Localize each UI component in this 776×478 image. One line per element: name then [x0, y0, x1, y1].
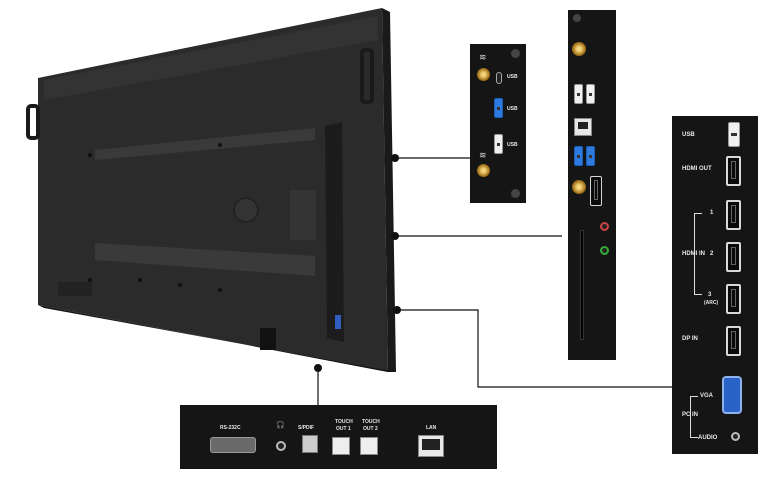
right-handle: [360, 48, 374, 104]
headphone-icon: 🎧: [276, 422, 285, 429]
audio-jack: [731, 432, 740, 441]
dp-in-port: [726, 326, 741, 356]
left-handle: [26, 104, 40, 140]
headphone-jack: [276, 441, 286, 451]
top-usb-module: ≋ USB USB USB ≋: [470, 44, 526, 203]
bottom-io-panel: RS-232C 🎧 S/PDIF TOUCH OUT 1 TOUCH OUT 2…: [180, 405, 497, 469]
usb3-port: [494, 98, 503, 118]
hdmi-in-label: HDMI IN: [682, 251, 705, 257]
spdif-port: [302, 435, 318, 453]
rs232c-port: [210, 437, 256, 453]
ops-usb-port-1: [574, 84, 583, 104]
touch-out-2-port: [360, 437, 378, 455]
touch-out-2-label-line1: TOUCH: [362, 419, 380, 425]
pc-in-bracket: [690, 396, 698, 438]
usb2-port: [494, 134, 503, 154]
wifi-icon-2: ≋: [479, 150, 487, 160]
hdmi-in-2-port: [726, 242, 741, 272]
rs232c-label: RS-232C: [220, 425, 241, 431]
display-edge: [382, 8, 396, 372]
lan-port: [418, 435, 444, 457]
ops-module: [568, 10, 616, 360]
callout-dot-lower: [393, 306, 401, 314]
ops-usb3-port-2: [586, 146, 595, 166]
screw-icon-3: [573, 14, 581, 22]
hdmi-out-label: HDMI OUT: [682, 166, 712, 172]
hdmi-in-1-port: [726, 200, 741, 230]
callout-dot-bottom: [314, 364, 322, 372]
hdmi-in-1-label: 1: [710, 210, 714, 216]
antenna-connector-3: [572, 42, 586, 56]
spdif-label: S/PDIF: [298, 425, 315, 431]
vga-port: [722, 376, 742, 414]
speaker-grille: [233, 197, 259, 223]
callout-dot-middle: [391, 232, 399, 240]
ops-usb-port-2: [586, 84, 595, 104]
usb-label-3: USB: [507, 142, 518, 148]
hdmi-in-3-arc-label: (ARC): [704, 300, 719, 306]
ops-slot: [580, 230, 584, 340]
usb-c-port: [496, 72, 502, 84]
hdmi-out-port: [726, 156, 741, 186]
touch-out-1-label-line2: OUT 1: [336, 426, 351, 432]
hdmi-in-3-port: [726, 284, 741, 314]
usb-label-2: USB: [507, 106, 518, 112]
dp-in-label: DP IN: [682, 336, 698, 342]
ops-usb3-port-1: [574, 146, 583, 166]
antenna-connector-2: [477, 164, 490, 177]
vga-label: VGA: [700, 393, 714, 399]
touch-out-1-label-line1: TOUCH: [335, 419, 353, 425]
usb-port: [728, 122, 740, 147]
ops-line-out-jack: [600, 246, 609, 255]
touch-out-1-port: [332, 437, 350, 455]
display-body: [38, 8, 388, 372]
hdmi-in-2-label: 2: [710, 251, 714, 257]
lan-label: LAN: [426, 425, 437, 431]
side-io-panel: USB HDMI OUT 1 HDMI IN 2 3 (ARC) DP IN V…: [672, 116, 758, 454]
audio-label: AUDIO: [698, 435, 718, 441]
ops-mic-jack: [600, 222, 609, 231]
antenna-connector-4: [572, 180, 586, 194]
touch-out-2-label-line2: OUT 2: [363, 426, 378, 432]
screw-icon: [511, 49, 520, 58]
callout-dot-top: [391, 154, 399, 162]
wifi-icon: ≋: [479, 52, 487, 62]
hdmi-in-3-label: 3: [708, 292, 712, 298]
ops-hdmi-port: [590, 176, 602, 206]
side-port-module: [325, 122, 344, 342]
ops-lan-port: [574, 118, 592, 136]
hdmi-in-bracket: [694, 213, 702, 295]
usb-label-1: USB: [507, 74, 518, 80]
antenna-connector: [477, 68, 490, 81]
usb-label: USB: [682, 132, 695, 138]
screw-icon-2: [511, 189, 520, 198]
